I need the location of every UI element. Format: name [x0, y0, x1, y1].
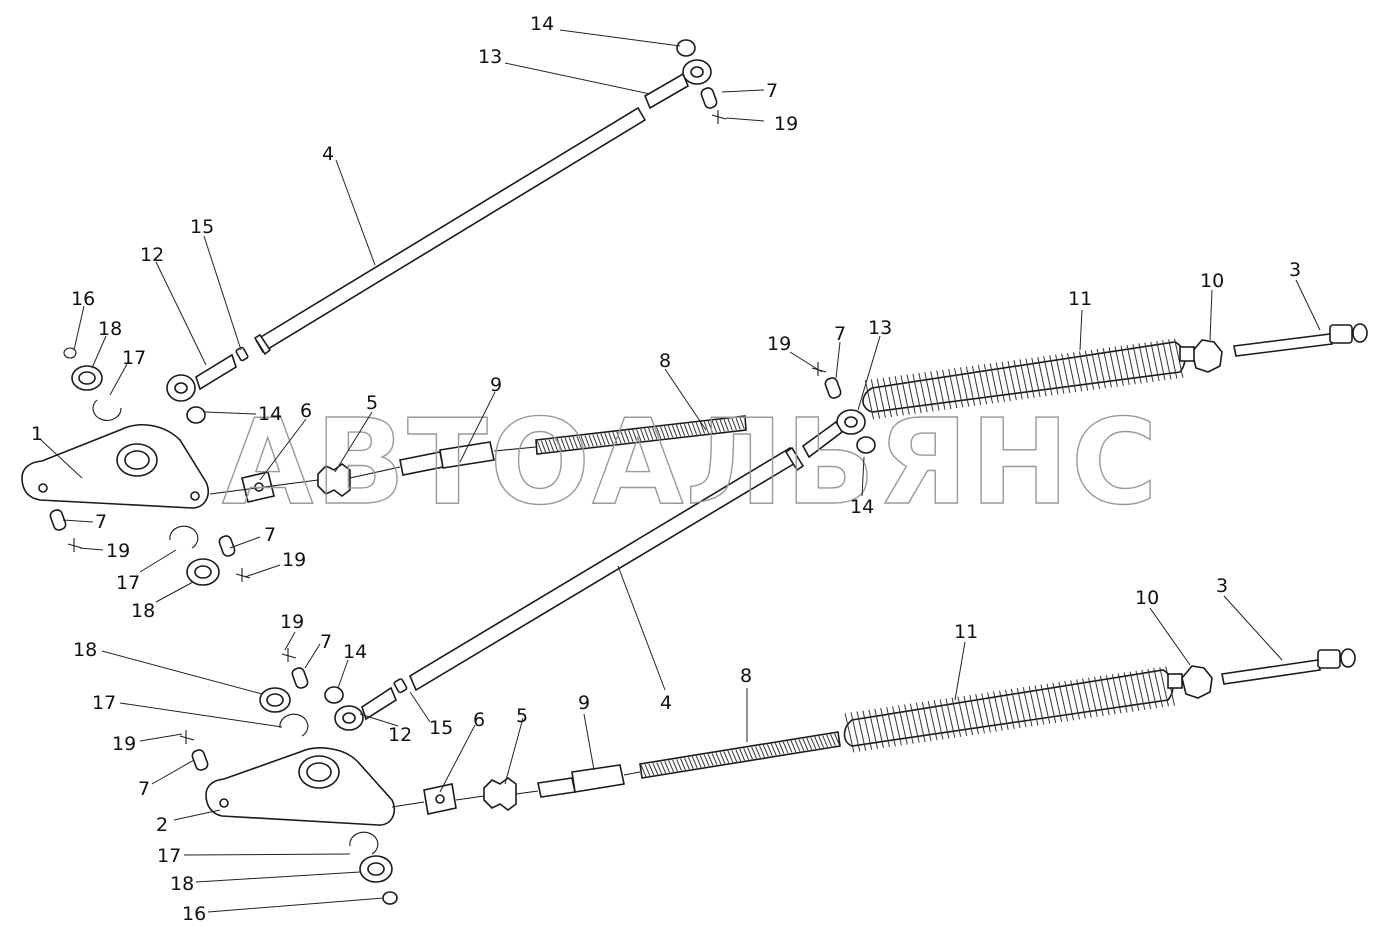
callout-18b: 18 [131, 600, 155, 622]
callout-7e: 7 [138, 778, 150, 800]
callout-6: 6 [300, 400, 312, 422]
callout-2: 2 [156, 814, 168, 836]
boot-5-lower [483, 777, 517, 811]
callout-17d: 17 [157, 845, 181, 867]
ball-joint-top [676, 39, 696, 57]
callout-4: 4 [322, 143, 334, 165]
nut-10-upper [1179, 339, 1223, 373]
callout-19b: 19 [106, 540, 130, 562]
ball-joint-left-upper [186, 406, 206, 424]
callout-7d: 7 [834, 323, 846, 345]
lower-assembly [179, 648, 1356, 905]
callout-7b: 7 [95, 511, 107, 533]
callout-14c: 14 [850, 496, 874, 518]
callout-17b: 17 [116, 572, 140, 594]
boot-5-upper [317, 463, 351, 497]
callout-9: 9 [490, 374, 502, 396]
rod-end-top [643, 59, 712, 110]
callout-5: 5 [366, 392, 378, 414]
fork-6-upper [241, 471, 275, 503]
callout-1: 1 [31, 423, 43, 445]
callout-16b: 16 [182, 903, 206, 925]
callout-3: 3 [1289, 259, 1301, 281]
callout-15: 15 [190, 216, 214, 238]
callout-7c: 7 [264, 524, 276, 546]
bolt-3-lower [1221, 648, 1356, 685]
callout-8: 8 [659, 350, 671, 372]
callout-19: 19 [774, 113, 798, 135]
fork-6-lower [423, 783, 457, 815]
callout-14b: 14 [258, 403, 282, 425]
bushings-lower [259, 687, 398, 905]
callout-6b: 6 [473, 709, 485, 731]
callout-12: 12 [140, 244, 164, 266]
callout-17c: 17 [92, 692, 116, 714]
callout-10: 10 [1200, 270, 1224, 292]
piston-9-upper [399, 441, 495, 476]
callout-7: 7 [766, 80, 778, 102]
nut-10-lower [1167, 665, 1213, 699]
rod-end-left-lower [324, 678, 408, 731]
watermark-text: АВТОАЛЬЯНС [222, 393, 1160, 531]
callout-labels: 14 13 7 19 4 15 12 16 18 17 14 6 5 9 8 1… [31, 13, 1301, 925]
leader-lines [40, 29, 1321, 913]
piston-9-lower [537, 764, 625, 798]
callout-11: 11 [1068, 288, 1092, 310]
rod-end-right-upper [801, 362, 876, 459]
bushing-lower-left [169, 525, 220, 586]
callout-3b: 3 [1216, 575, 1228, 597]
spring-11-lower [843, 666, 1175, 753]
callout-13: 13 [478, 46, 502, 68]
callout-14d: 14 [343, 641, 367, 663]
callout-15b: 15 [429, 717, 453, 739]
callout-19c: 19 [282, 549, 306, 571]
spring-8-upper [535, 415, 747, 455]
callout-17: 17 [122, 347, 146, 369]
callout-4b: 4 [660, 692, 672, 714]
lever-1 [21, 424, 209, 509]
callout-13b: 13 [868, 317, 892, 339]
callout-19d: 19 [767, 333, 791, 355]
pin-top [700, 87, 718, 109]
callout-11b: 11 [954, 621, 978, 643]
bushing-upper-left [63, 347, 122, 421]
lever-2 [205, 747, 396, 826]
callout-8b: 8 [740, 665, 752, 687]
callout-18d: 18 [170, 873, 194, 895]
callout-5b: 5 [516, 705, 528, 727]
callout-18c: 18 [73, 639, 97, 661]
callout-16: 16 [71, 288, 95, 310]
spring-8-lower [639, 731, 841, 779]
pins-lower [179, 648, 309, 771]
callout-10b: 10 [1135, 587, 1159, 609]
callout-14: 14 [530, 13, 554, 35]
upper-assembly [21, 39, 1368, 586]
cotter-top [711, 110, 727, 124]
callout-12b: 12 [388, 724, 412, 746]
tie-rod-upper [253, 106, 647, 356]
bolt-3-upper [1233, 323, 1368, 357]
callout-9b: 9 [578, 692, 590, 714]
rod-end-left-upper [166, 346, 249, 402]
callout-7f: 7 [320, 631, 332, 653]
tie-rod-lower [408, 446, 805, 692]
callout-19f: 19 [280, 611, 304, 633]
pins-upper-left [49, 509, 251, 582]
callout-18: 18 [98, 318, 122, 340]
callout-19e: 19 [112, 733, 136, 755]
